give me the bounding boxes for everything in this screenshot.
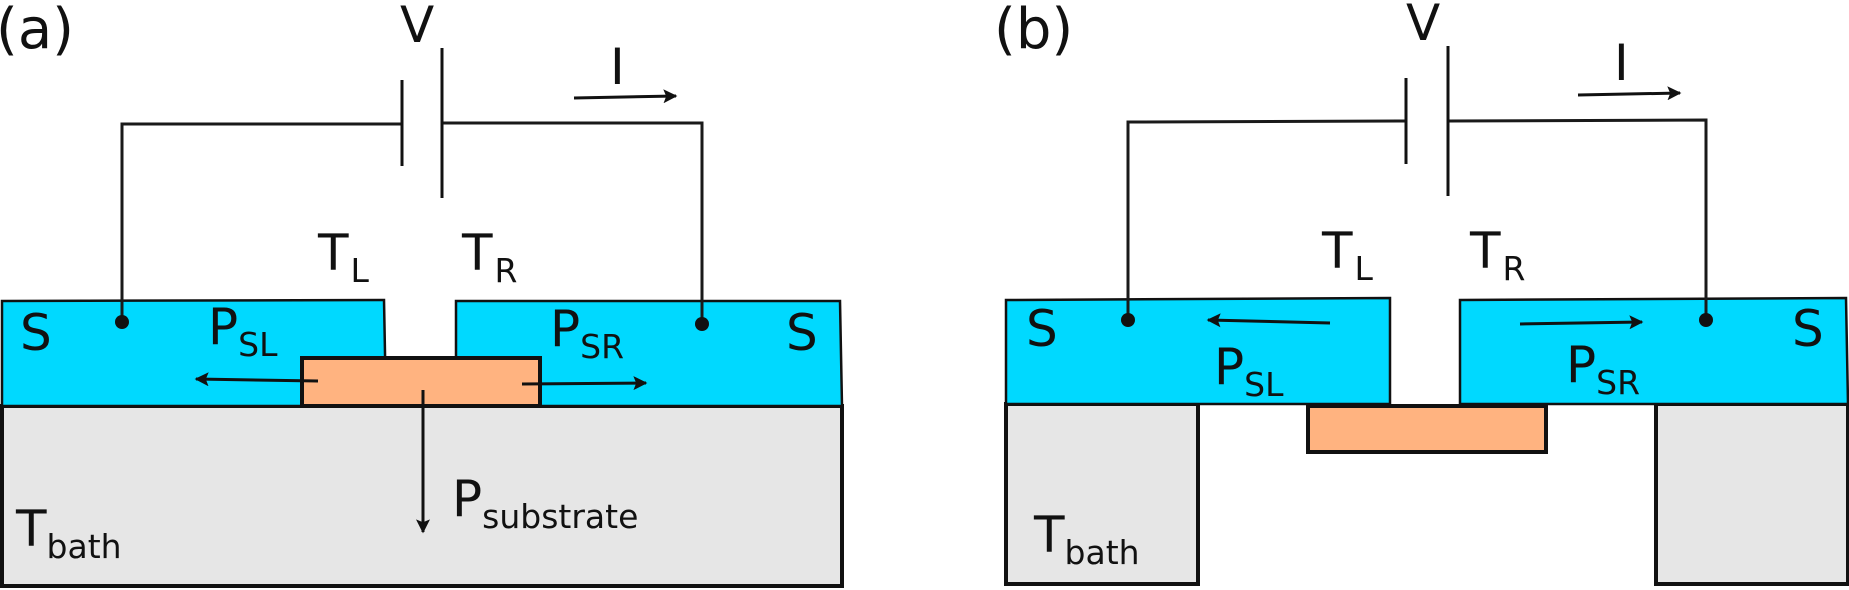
wire-left (120, 122, 402, 322)
normal-metal-island (1306, 404, 1548, 454)
power-right-arrow (1519, 315, 1644, 330)
power-right-label: PSR (550, 300, 624, 366)
temp-right-label: TR (461, 224, 517, 290)
contact-dot-right (1699, 313, 1713, 327)
voltage-label: V (1406, 0, 1440, 52)
panel-b: (b) V I TL TR S S PSL (994, 0, 1849, 586)
power-substrate-label: Psubstrate (452, 470, 638, 536)
wire-right (1447, 118, 1708, 320)
panel-a-label: (a) (0, 0, 74, 62)
contact-dot-left (1121, 313, 1135, 327)
superconductor-right-label: S (786, 304, 818, 362)
superconductor-left-label: S (20, 304, 52, 362)
power-left-label: PSL (208, 298, 278, 364)
current-label: I (610, 38, 625, 96)
temp-right-label: TR (1469, 222, 1525, 288)
normal-metal-island (300, 356, 542, 408)
panel-b-label: (b) (994, 0, 1073, 62)
voltage-label: V (400, 0, 434, 54)
contact-dot-left (115, 315, 129, 329)
superconductor-right-label: S (1792, 300, 1824, 358)
bath-block-right (1654, 402, 1849, 586)
superconductor-right (1458, 296, 1849, 406)
wire-right (442, 121, 704, 324)
superconductor-left (1004, 296, 1392, 406)
current-arrow (1577, 86, 1682, 101)
wire-left (1126, 119, 1407, 320)
power-left-arrow (194, 372, 319, 387)
superconductor-left-label: S (1026, 300, 1058, 358)
contact-dot-right (695, 317, 709, 331)
power-left-label: PSL (1214, 338, 1284, 404)
power-right-label: PSR (1566, 336, 1640, 402)
bath-temperature-label: Tbath (15, 500, 122, 566)
current-arrow (573, 89, 678, 104)
bath-block-left (1004, 402, 1200, 586)
current-label: I (1614, 34, 1629, 92)
panel-a: (a) V I TL TR S S PSL (0, 0, 844, 588)
temp-left-label: TL (317, 224, 370, 290)
temp-left-label: TL (1321, 222, 1374, 288)
power-left-arrow (1206, 313, 1331, 328)
bath-temperature-label: Tbath (1033, 506, 1140, 572)
power-right-arrow (521, 376, 648, 391)
